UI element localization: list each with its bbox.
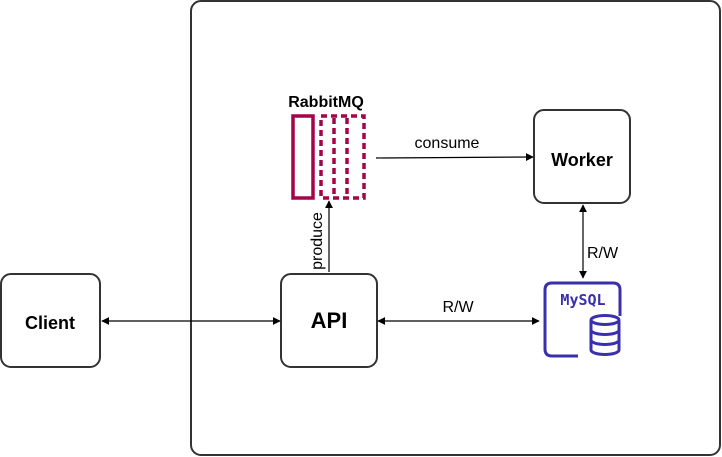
mysql-database-icon: MySQL	[543, 281, 622, 358]
mysql-logo-text: MySQL	[560, 291, 605, 309]
edge-label-api-mysql: R/W	[442, 299, 474, 316]
edge-label-consume: consume	[415, 135, 480, 152]
system-boundary	[190, 0, 721, 456]
edge-rabbitmq-worker	[375, 153, 534, 162]
client-node[interactable]: Client	[0, 273, 101, 368]
message-queue-icon	[291, 114, 366, 200]
client-label: Client	[25, 313, 75, 333]
api-label: API	[311, 308, 348, 333]
rabbitmq-label: RabbitMQ	[288, 94, 364, 111]
rabbitmq-node[interactable]: RabbitMQ	[288, 94, 366, 200]
worker-node[interactable]: Worker	[533, 109, 631, 204]
api-node[interactable]: API	[280, 273, 378, 368]
edge-label-worker-mysql: R/W	[587, 245, 619, 262]
mysql-node[interactable]: MySQL	[543, 281, 622, 358]
edge-label-produce: produce	[309, 212, 326, 270]
worker-label: Worker	[551, 150, 613, 170]
